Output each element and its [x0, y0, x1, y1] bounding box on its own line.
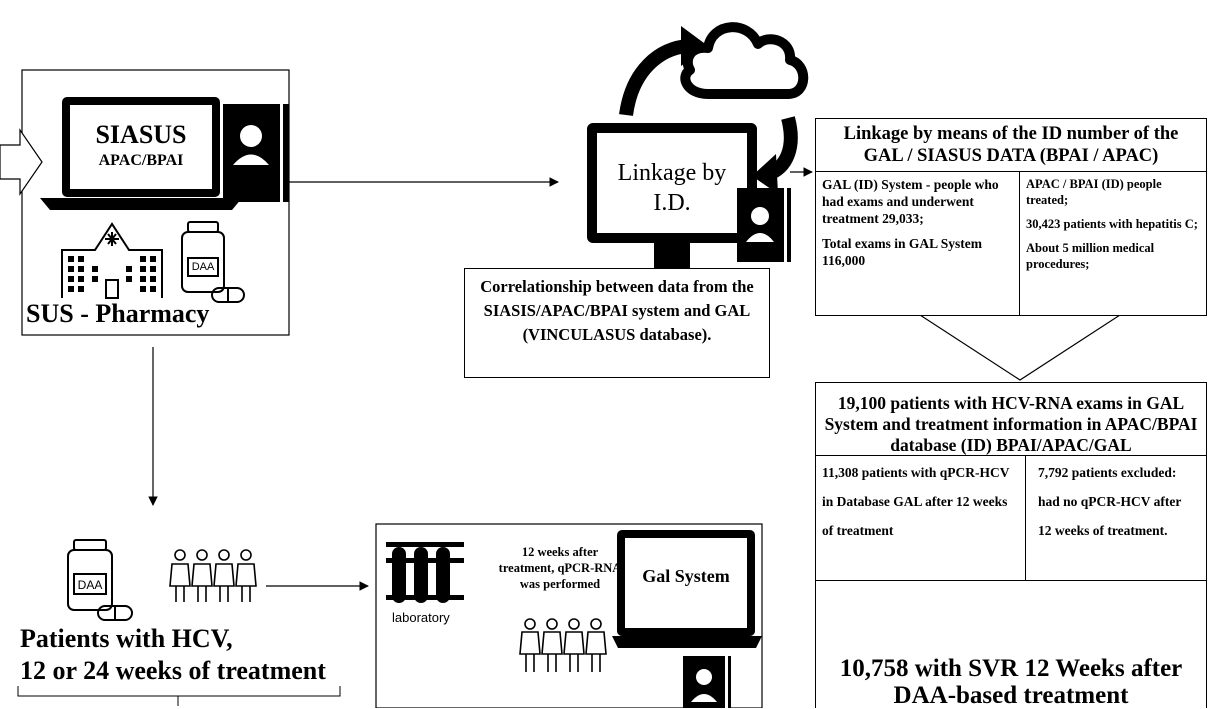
patients-group-icon — [169, 549, 257, 602]
linkage-left-p1: GAL (ID) System - people who had exams a… — [822, 177, 999, 226]
hcv-box-title: 19,100 patients with HCV-RNA exams in GA… — [824, 393, 1198, 455]
siasus-title: SIASUS — [95, 120, 187, 149]
lab-note: 12 weeks after treatment, qPCR-RNA was p… — [498, 545, 622, 591]
linkage-box-left-cell: GAL (ID) System - people who had exams a… — [816, 171, 1020, 315]
correlation-box: Correlationship between data from the SI… — [464, 268, 770, 378]
linkage-right-p2: 30,423 patients with hepatitis C; — [1026, 217, 1198, 231]
id-card-icon-3 — [683, 656, 731, 708]
sus-pharmacy-label: SUS - Pharmacy — [26, 299, 210, 328]
sus-frame — [21, 69, 290, 336]
siasus-subtitle: APAC/BPAI — [98, 152, 184, 169]
input-arrow-icon — [0, 128, 43, 196]
monitor-icon — [587, 123, 757, 283]
id-card-icon-2 — [737, 188, 791, 262]
gal-system-label: Gal System — [642, 566, 730, 586]
linkage-line2: I.D. — [653, 190, 691, 216]
hcv-left-cell: 11,308 patients with qPCR-HCV in Databas… — [816, 455, 1026, 581]
linkage-left-p2: Total exams in GAL System 116,000 — [822, 236, 983, 268]
hospital-icon — [61, 222, 163, 299]
pill-bottle-icon — [181, 221, 245, 303]
hcv-left-text: 11,308 patients with qPCR-HCV in Databas… — [822, 465, 1010, 538]
return-arrow-icon — [752, 116, 798, 194]
daa-label: DAA — [191, 261, 215, 273]
linkage-right-p3: About 5 million medical procedures; — [1026, 241, 1155, 271]
hcv-right-text: 7,792 patients excluded: had no qPCR-HCV… — [1038, 465, 1182, 538]
patients-line1: Patients with HCV, — [20, 624, 233, 653]
laboratory-label: laboratory — [392, 610, 450, 625]
hcv-right-cell: 7,792 patients excluded: had no qPCR-HCV… — [1026, 455, 1206, 581]
linkage-box-right-cell: APAC / BPAI (ID) people treated; 30,423 … — [1020, 171, 1206, 315]
linkage-box-title: Linkage by means of the ID number of the… — [843, 124, 1179, 166]
patients-line2: 12 or 24 weeks of treatment — [20, 656, 326, 685]
pill-bottle-icon-2 — [67, 539, 133, 621]
hospital-windows — [68, 256, 156, 292]
daa-label-2: DAA — [77, 578, 103, 592]
down-arrow-1 — [917, 314, 1123, 381]
lab-frame — [375, 523, 763, 708]
linkage-right-p1: APAC / BPAI (ID) people treated; — [1026, 177, 1162, 207]
hcv-box: 19,100 patients with HCV-RNA exams in GA… — [815, 382, 1207, 709]
linkage-box: Linkage by means of the ID number of the… — [815, 118, 1207, 316]
gal-laptop-icon — [612, 530, 762, 648]
id-card-icon — [223, 104, 289, 202]
hcv-result: 10,758 with SVR 12 Weeks after DAA-based… — [839, 655, 1183, 709]
laptop-icon — [40, 97, 242, 210]
correlation-text: Correlationship between data from the SI… — [480, 277, 754, 344]
test-tubes-icon — [386, 542, 464, 603]
linkage-line1: Linkage by — [617, 160, 727, 186]
cloud-icon — [680, 22, 809, 99]
brace — [17, 686, 341, 706]
lab-patients-icon — [519, 618, 607, 672]
